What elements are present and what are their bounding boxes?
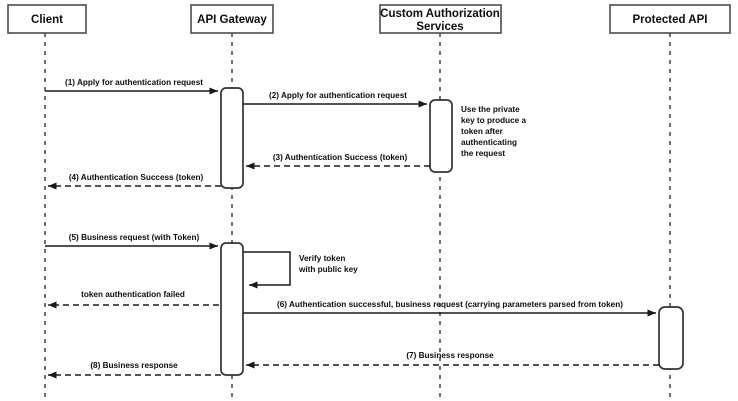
activation-api-business-phase[interactable] (658, 306, 684, 370)
participant-label-auth-line1: Custom Authorization (380, 8, 500, 20)
message-label-8: (8) Business response (90, 361, 178, 370)
activation-bars (220, 87, 684, 376)
participant-label-api: Protected API (633, 14, 708, 26)
lifelines (44, 33, 671, 398)
note-private-key-line-5: the request (461, 149, 505, 158)
participant-label-gateway: API Gateway (197, 14, 267, 26)
activation-gateway-auth-phase[interactable] (220, 87, 244, 189)
activation-gateway-business-phase[interactable] (220, 242, 244, 376)
message-label-1: (1) Apply for authentication request (65, 78, 203, 87)
participant-box-gateway[interactable] (190, 4, 274, 34)
participant-label-client: Client (31, 14, 63, 26)
activation-auth-service-phase[interactable] (429, 99, 453, 173)
messages: (1) Apply for authentication request (2)… (45, 78, 659, 379)
message-label-2: (2) Apply for authentication request (269, 91, 407, 100)
message-label-5: (5) Business request (with Token) (69, 233, 200, 242)
participant-label-auth-line2: Services (416, 21, 463, 33)
message-label-3: (3) Authentication Success (token) (273, 153, 408, 162)
participant-headers: Client API Gateway Custom Authorization … (7, 4, 731, 34)
participant-box-client[interactable] (7, 4, 87, 34)
note-private-key-line-4: authenticating (461, 138, 517, 147)
message-label-token-failed: token authentication failed (81, 290, 185, 299)
message-label-4: (4) Authentication Success (token) (69, 173, 204, 182)
participant-box-auth[interactable] (379, 4, 502, 34)
message-label-self-verify-line2: with public key (298, 265, 358, 274)
participant-box-api[interactable] (609, 4, 731, 34)
note-private-key: Use the private key to produce a token a… (461, 105, 527, 158)
note-private-key-line-2: key to produce a (461, 116, 527, 125)
message-arrow-self-verify[interactable] (243, 251, 291, 289)
message-label-self-verify-line1: Verify token (299, 254, 345, 263)
note-private-key-line-1: Use the private (461, 105, 520, 114)
message-label-7: (7) Business response (406, 351, 494, 360)
message-label-6: (6) Authentication successful, business … (277, 300, 623, 309)
note-private-key-line-3: token after (461, 127, 504, 136)
